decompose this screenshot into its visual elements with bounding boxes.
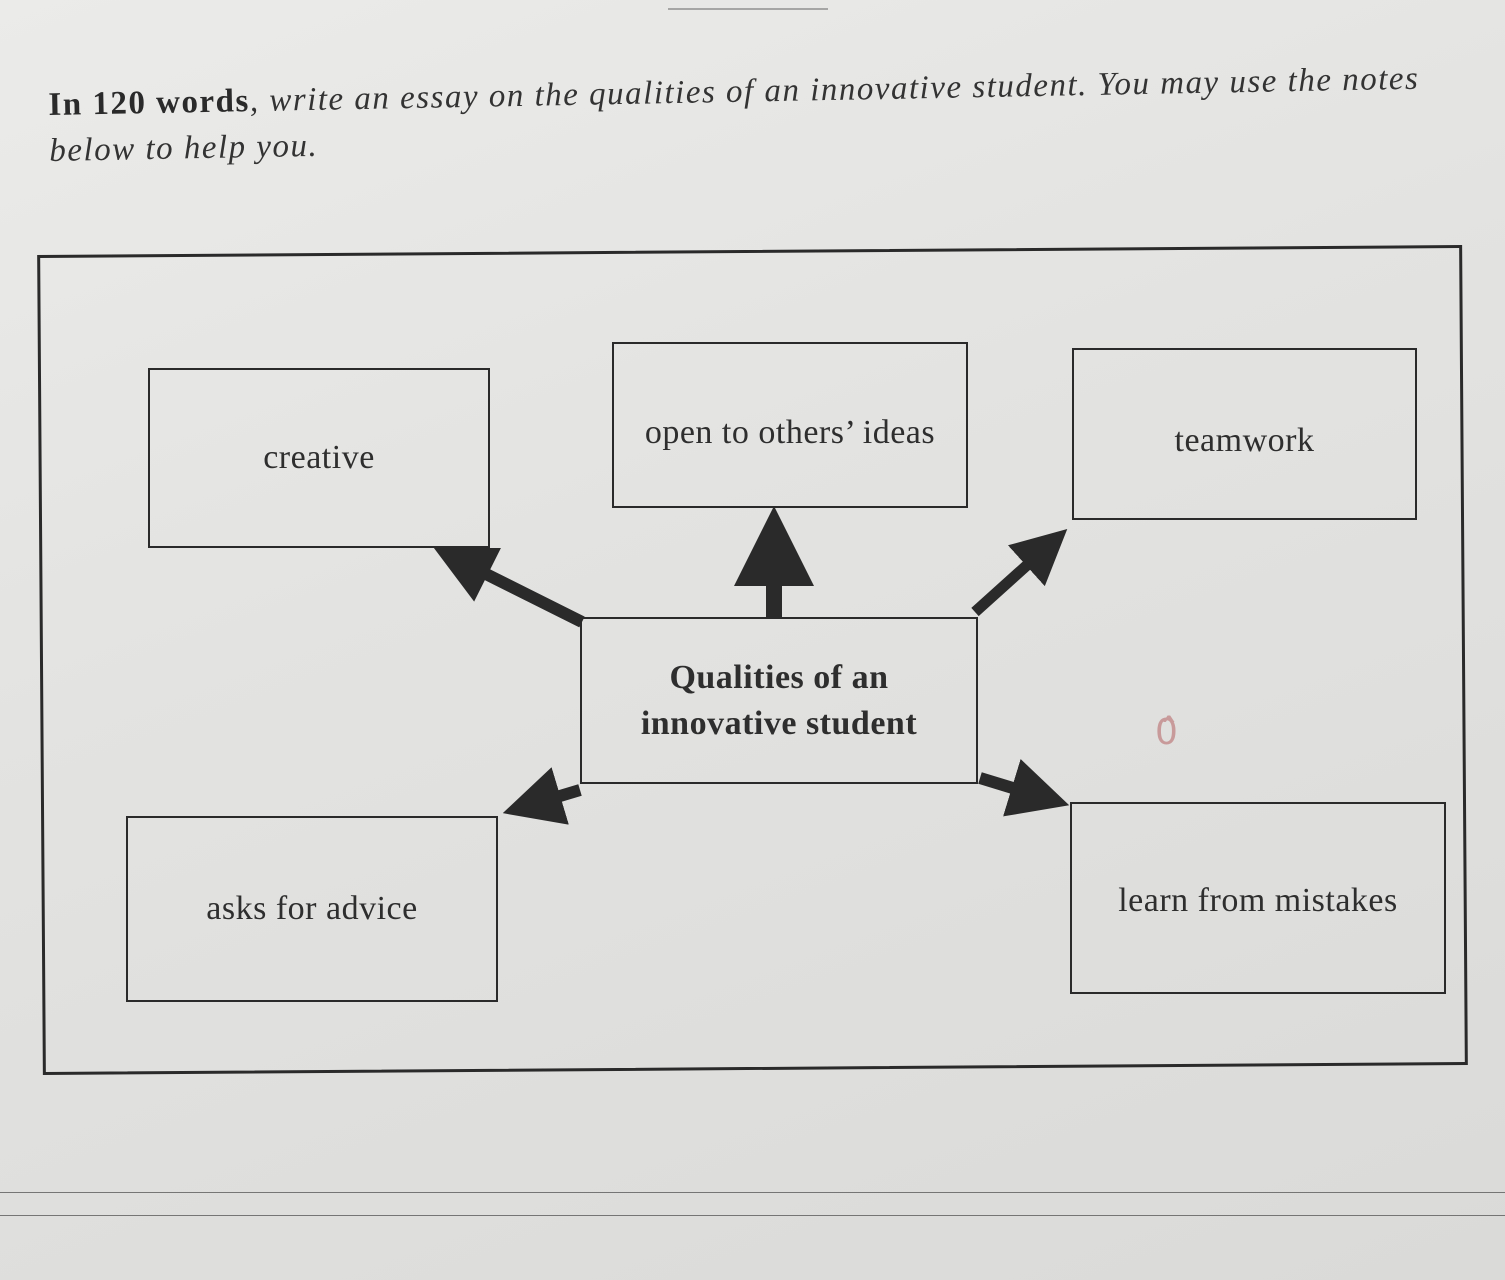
node-open-label: open to others’ ideas — [644, 414, 936, 451]
node-creative: creative — [148, 368, 490, 548]
arrow-to-teamwork — [971, 528, 1068, 617]
node-learn-from-mistakes: learn from mistakes — [1070, 802, 1446, 994]
node-creative-label: creative — [263, 439, 375, 476]
node-center: Qualities of an innovative student — [580, 617, 978, 784]
bottom-divider — [0, 1192, 1505, 1216]
node-advice-label: asks for advice — [206, 890, 418, 927]
node-asks-for-advice: asks for advice — [126, 816, 498, 1002]
header-marks-bracket — [668, 0, 828, 10]
arrow-to-advice — [502, 767, 582, 825]
node-mistakes-label: learn from mistakes — [1118, 882, 1398, 919]
node-teamwork: teamwork — [1072, 348, 1417, 520]
arrow-to-mistakes — [978, 759, 1070, 817]
node-teamwork-label: teamwork — [1174, 422, 1315, 459]
center-title-line2: innovative student — [640, 704, 918, 742]
center-title-line1: Qualities of an — [669, 658, 889, 696]
arrow-to-creative — [433, 547, 585, 628]
node-open-to-ideas: open to others’ ideas — [612, 342, 968, 508]
pencil-annotation: 0̂ — [1155, 712, 1178, 753]
